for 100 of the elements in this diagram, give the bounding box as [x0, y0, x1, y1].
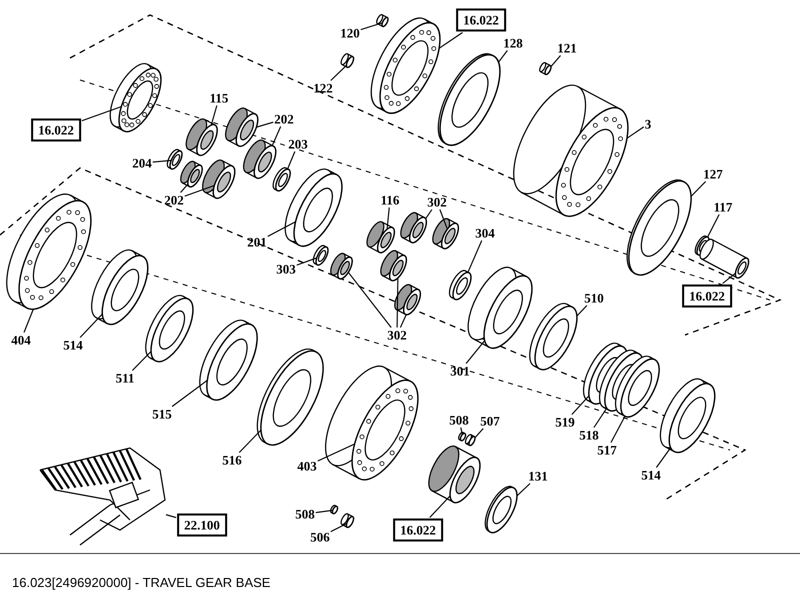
callout-number: 301	[450, 364, 470, 378]
seal-ring	[312, 244, 329, 266]
bearing	[145, 294, 194, 362]
leader-line	[184, 184, 215, 197]
callout-number: 517	[597, 444, 617, 456]
bearing	[700, 238, 750, 279]
bearing	[199, 320, 258, 401]
bearing	[91, 249, 148, 326]
reference-number-box: 16.022	[682, 284, 732, 308]
callout-number: 515	[152, 408, 172, 420]
bolt	[539, 62, 552, 76]
leader-line	[210, 105, 218, 126]
callout-number: 403	[297, 460, 317, 472]
leader-line	[466, 340, 486, 364]
callout-number: 514	[641, 468, 661, 482]
gear	[202, 160, 236, 199]
bolt	[340, 513, 354, 528]
callout-number: 203	[288, 138, 308, 150]
flange	[370, 18, 441, 114]
leader-line	[498, 50, 508, 63]
bearing	[660, 378, 716, 454]
leader-line	[318, 444, 355, 462]
seal-ring	[272, 167, 291, 192]
leader-line	[550, 55, 561, 67]
bearing	[284, 168, 343, 247]
gear	[330, 252, 353, 280]
callout-number: 202	[274, 112, 294, 126]
callout-number: 120	[340, 26, 360, 40]
flange	[110, 63, 162, 132]
leader-line	[180, 184, 188, 193]
leader-line	[460, 427, 463, 435]
callout-number: 518	[579, 428, 599, 442]
callout-number: 303	[276, 262, 296, 276]
leader-line	[348, 272, 392, 328]
seal-ring	[626, 179, 692, 276]
caption: 16.023[2496920000] - TRAVEL GEAR BASE	[12, 575, 270, 590]
leader-line	[516, 483, 530, 496]
bolt	[376, 14, 389, 28]
seal-ring	[256, 348, 324, 446]
seal-ring	[614, 356, 660, 418]
crawler-track-drawing	[39, 447, 166, 546]
leader-line	[571, 395, 590, 415]
leader-line	[474, 428, 484, 438]
flange	[6, 194, 92, 310]
seal-ring	[458, 432, 466, 442]
leader-line	[656, 447, 672, 468]
leader-line	[316, 510, 333, 514]
reference-number-box: 16.022	[31, 118, 81, 142]
bolt	[340, 53, 354, 68]
leader-line	[23, 309, 34, 333]
reference-number-box: 22.100	[177, 514, 227, 536]
leader-line	[152, 160, 172, 163]
gear	[400, 212, 428, 244]
callout-number: 204	[132, 156, 152, 170]
gear	[366, 221, 396, 254]
callout-number: 404	[11, 334, 31, 346]
leader-line	[429, 495, 451, 518]
callout-number: 3	[644, 118, 652, 130]
leader-line	[576, 305, 588, 316]
gear	[180, 160, 203, 188]
leader-line	[610, 416, 626, 443]
leader-line	[330, 65, 347, 81]
leader-line	[287, 151, 296, 170]
callout-number: 511	[116, 372, 134, 384]
callout-number: 128	[503, 36, 523, 50]
bolt	[464, 434, 476, 446]
leader-line	[268, 221, 296, 237]
callout-number: 508	[295, 508, 315, 520]
callout-number: 202	[164, 194, 184, 206]
callout-number: 127	[703, 168, 723, 180]
callout-number: 519	[555, 416, 575, 428]
callout-number: 121	[557, 42, 577, 54]
gear	[428, 446, 481, 504]
callout-number: 116	[380, 194, 400, 206]
leader-line	[626, 126, 644, 139]
flange	[513, 84, 629, 217]
bearing	[448, 270, 472, 300]
gear	[432, 218, 460, 250]
bearing	[468, 266, 533, 349]
callout-number: 516	[222, 454, 242, 466]
callout-number: 508	[449, 414, 469, 426]
leader-line	[400, 314, 407, 328]
seal-ring	[484, 486, 518, 534]
gear	[243, 140, 276, 179]
callout-number: 117	[714, 200, 732, 214]
leader-line	[82, 106, 122, 122]
bearing	[529, 302, 578, 370]
callout-number: 514	[63, 338, 83, 352]
leader-line	[425, 209, 432, 220]
leader-line	[722, 272, 736, 284]
callout-number: 510	[584, 292, 604, 304]
callout-number: 115	[210, 92, 228, 104]
leader-line	[296, 257, 317, 266]
gear	[394, 284, 422, 316]
leader-line	[396, 278, 398, 328]
leader-line	[256, 122, 274, 128]
leader-line	[707, 214, 720, 238]
leader-line	[132, 350, 152, 371]
reference-number-box: 16.022	[456, 8, 506, 32]
leader-line	[386, 207, 390, 230]
